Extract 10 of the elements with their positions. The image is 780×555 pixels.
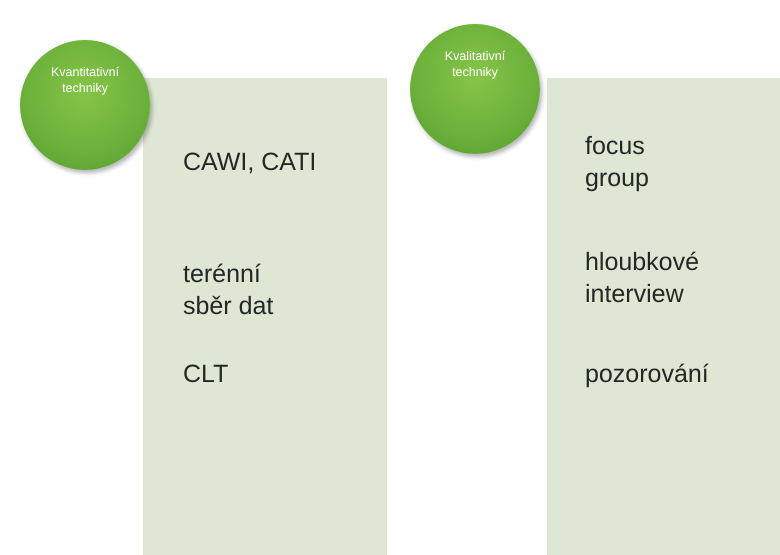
category-circle: Kvantitativní techniky [20,40,150,170]
technique-list-panel [547,78,780,555]
category-circle: Kvalitativní techniky [410,24,540,154]
technique-label: hloubkové interview [585,247,700,310]
technique-label: CAWI, CATI [183,147,318,178]
technique-label: terénní sběr dat [183,259,274,322]
technique-label: CLT [183,359,230,390]
technique-list-panel [143,78,387,555]
technique-label: focus group [585,131,650,194]
technique-label: pozorování [585,359,710,390]
